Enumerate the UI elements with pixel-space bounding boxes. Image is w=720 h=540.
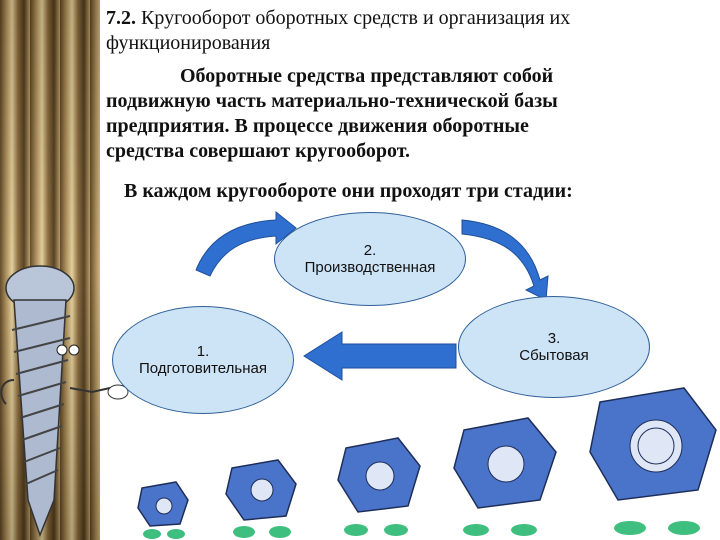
stage-1-name: Подготовительная bbox=[139, 360, 267, 377]
nut-characters bbox=[137, 387, 717, 539]
stage-2-name: Производственная bbox=[304, 259, 436, 276]
paragraph-line-3: предприятия. В процессе движения оборотн… bbox=[106, 115, 529, 137]
paragraph-line-2: подвижную часть материально-технической … bbox=[106, 90, 558, 112]
stage-1-oval: 1. Подготовительная bbox=[112, 306, 294, 414]
intro-paragraph: Оборотные средства представляют собой по… bbox=[106, 64, 684, 164]
nut-icon-4 bbox=[453, 417, 557, 536]
nut-icon-3 bbox=[337, 437, 421, 536]
nut-icon-2 bbox=[225, 459, 297, 538]
stage-2-oval: 2. Производственная bbox=[274, 212, 466, 306]
paragraph-line-4: средства совершают кругооборот. bbox=[106, 140, 411, 162]
arrow-2-to-3 bbox=[461, 219, 549, 301]
section-number: 7.2. bbox=[106, 7, 136, 29]
stage-1-number: 1. bbox=[196, 343, 210, 360]
stage-3-number: 3. bbox=[547, 330, 561, 347]
nut-icon-1 bbox=[137, 481, 189, 539]
stage-3-name: Сбытовая bbox=[519, 347, 589, 364]
paragraph-line-1: Оборотные средства представляют собой bbox=[180, 65, 554, 87]
section-title: Кругооборот оборотных средств и организа… bbox=[106, 7, 571, 54]
nut-icon-5 bbox=[589, 387, 717, 535]
stages-intro: В каждом кругообороте они проходят три с… bbox=[124, 180, 573, 202]
stage-3-oval: 3. Сбытовая bbox=[458, 296, 650, 398]
page-title: 7.2. Кругооборот оборотных средств и орг… bbox=[106, 6, 684, 56]
stage-2-number: 2. bbox=[363, 242, 377, 259]
screw-character-icon bbox=[0, 265, 129, 538]
arrow-3-to-1 bbox=[303, 331, 457, 381]
